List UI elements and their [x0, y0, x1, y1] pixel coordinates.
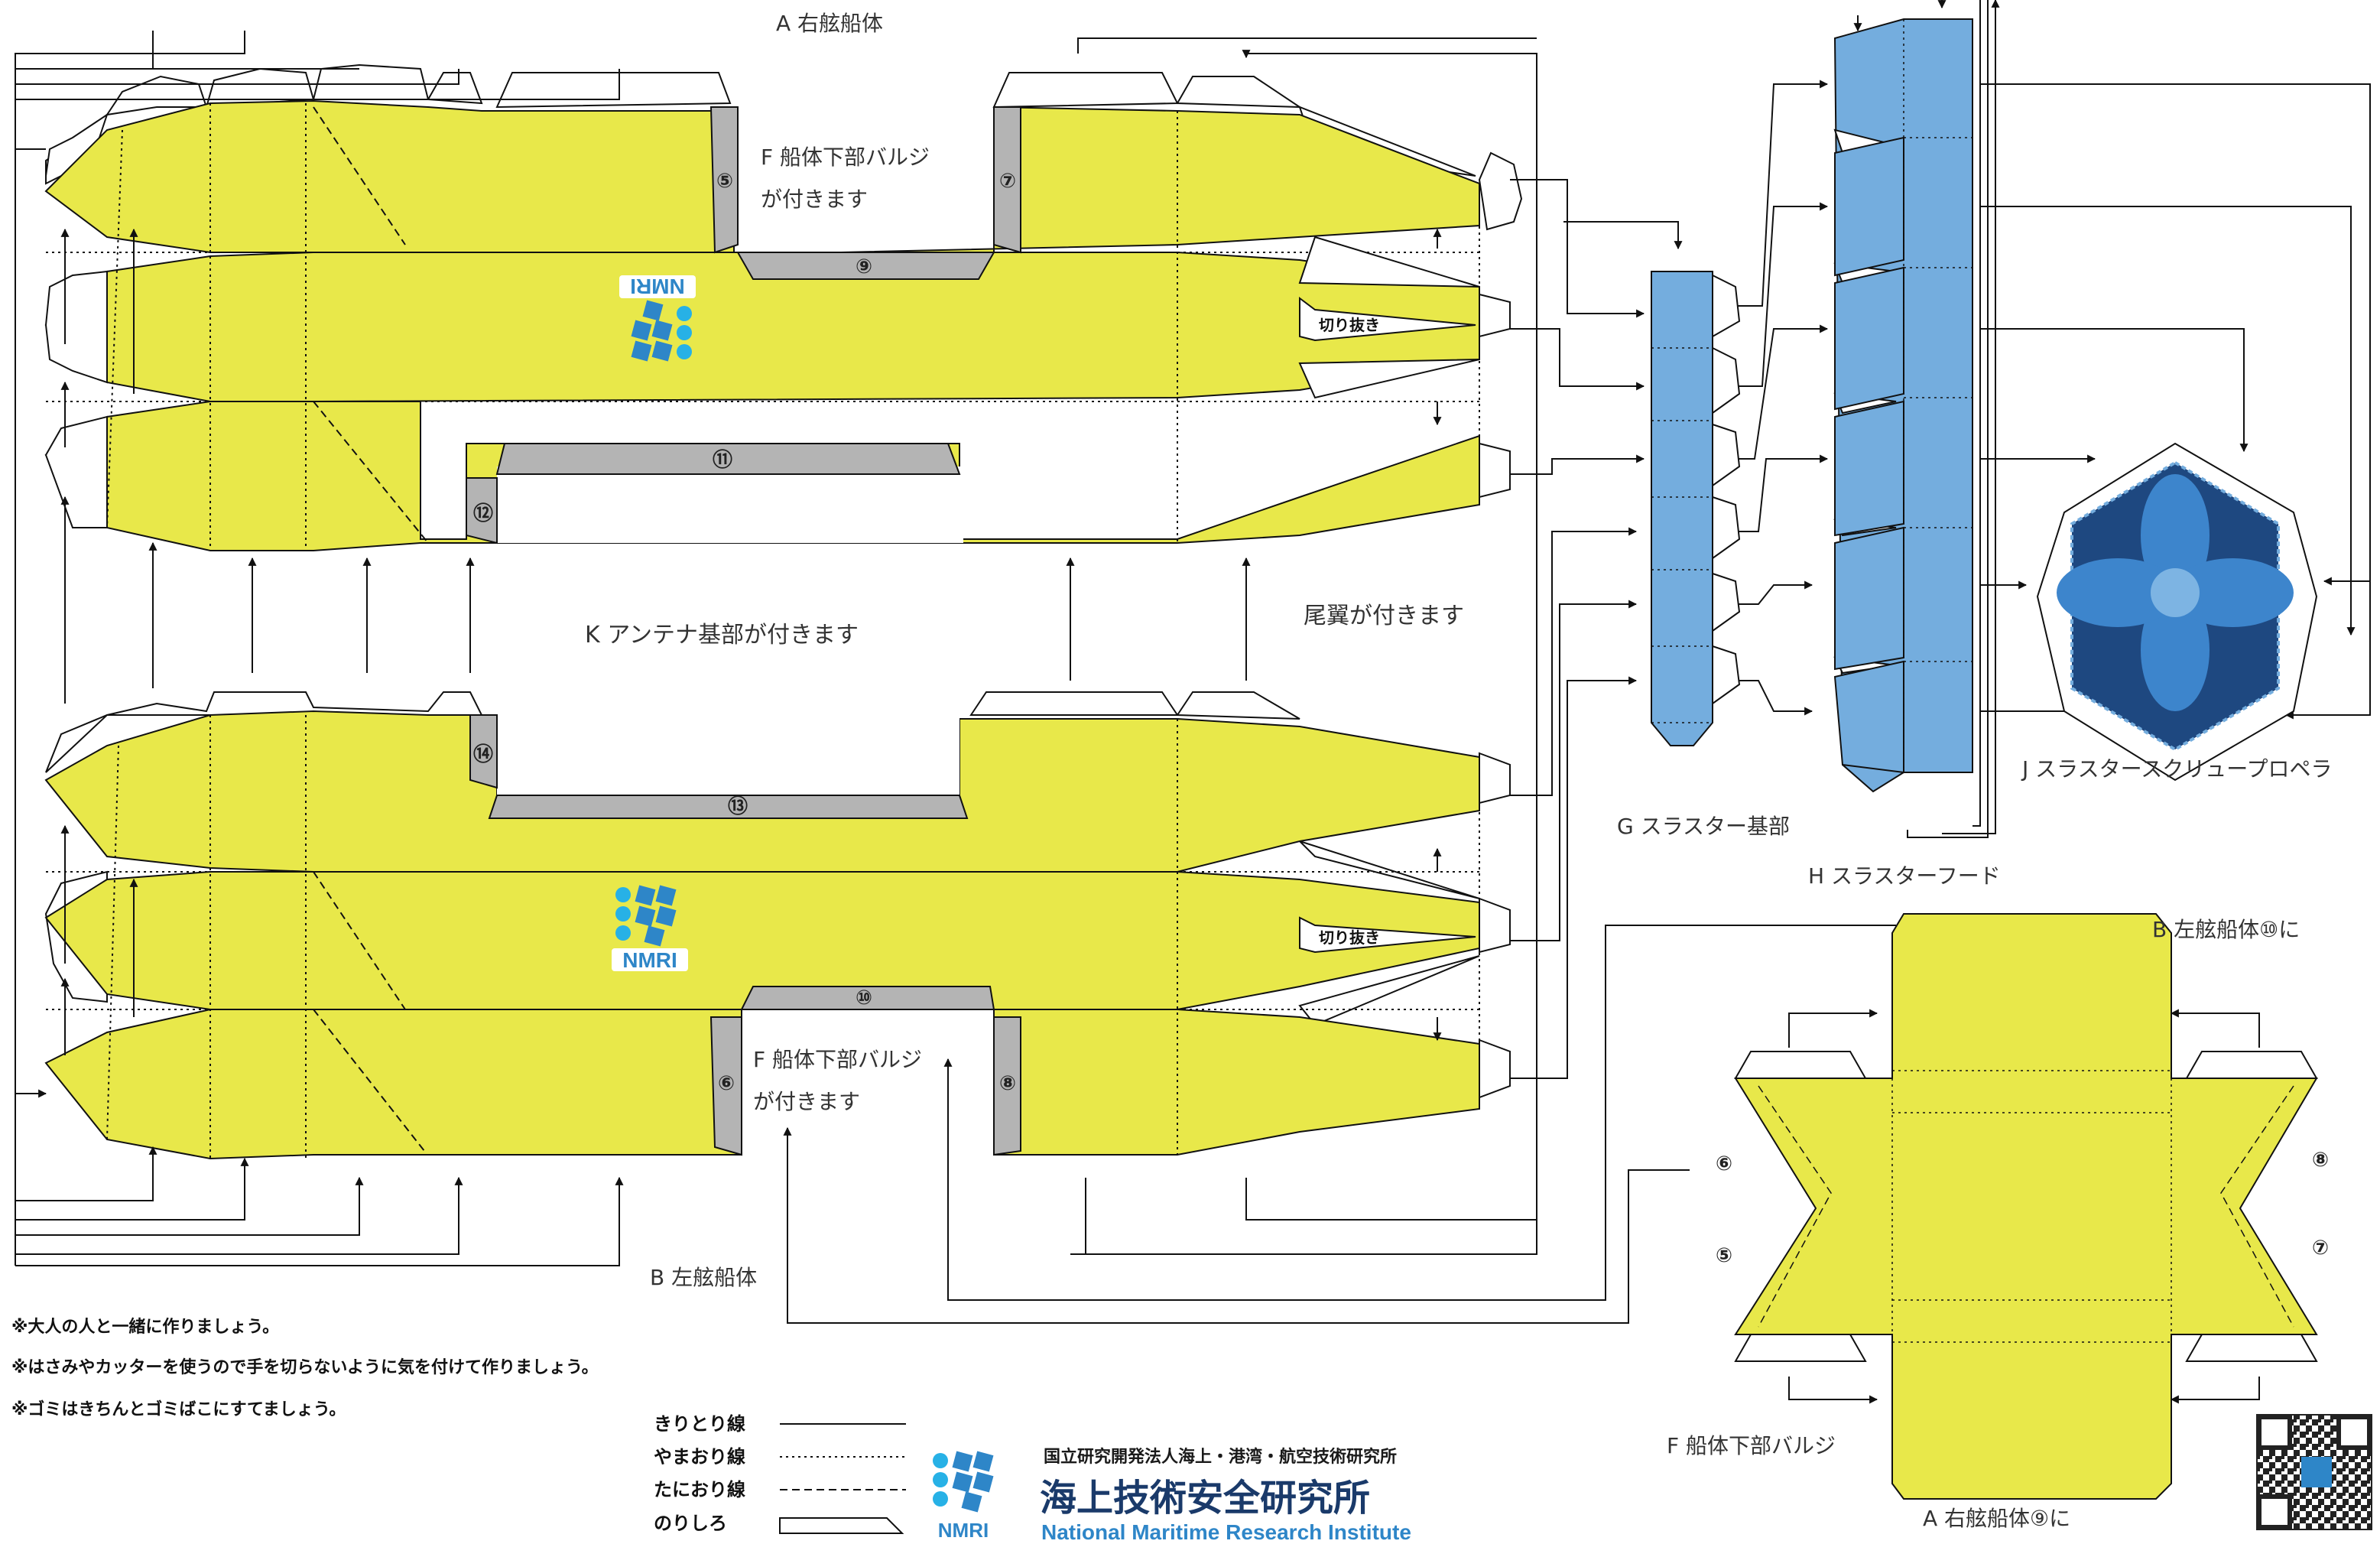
tab-numbers: ⑤ ⑦ ⑨ ⑪ ⑫ ⑭ ⑬ ⑩ ⑥ ⑧ ⑥ ⑤ ⑧ ⑦ — [473, 170, 2329, 1267]
logo-text: NMRI — [938, 1519, 989, 1542]
f-num-5: ⑤ — [1716, 1244, 1732, 1267]
safety-notes: ※大人の人と一緒に作りましょう。 ※はさみやカッターを使うので手を切らないように… — [11, 1317, 599, 1419]
label-bulge-bot-1: F 船体下部バルジ — [753, 1047, 922, 1072]
label-part-h: H スラスターフード — [1808, 863, 2001, 889]
label-f-to-b: B 左舷船体⑩に — [2152, 917, 2300, 942]
nmri-logo-icon: NMRI — [612, 885, 688, 972]
qr-code-icon[interactable] — [2256, 1414, 2372, 1530]
note-3: ※ゴミはきちんとゴミばこにすてましょう。 — [11, 1399, 346, 1419]
f-num-7: ⑦ — [2312, 1237, 2329, 1260]
num-5: ⑤ — [716, 170, 733, 193]
num-7: ⑦ — [999, 170, 1016, 193]
label-part-g: G スラスター基部 — [1617, 814, 1790, 839]
propeller-icon — [2036, 442, 2318, 782]
label-part-j: J スラスタースクリュープロペラ — [2021, 756, 2333, 782]
bulge-connectors — [783, 925, 2260, 1404]
num-13: ⑬ — [728, 795, 748, 818]
label-bulge-top-2: が付きます — [761, 187, 868, 212]
num-12: ⑫ — [473, 502, 493, 525]
num-9: ⑨ — [856, 255, 872, 278]
f-num-8: ⑧ — [2312, 1149, 2329, 1172]
org-name: 海上技術安全研究所 — [1040, 1477, 1370, 1520]
note-1: ※大人の人と一緒に作りましょう。 — [11, 1317, 279, 1337]
part-g-thruster-base — [1651, 271, 1741, 746]
f-num-6: ⑥ — [1716, 1152, 1732, 1175]
num-6: ⑥ — [718, 1072, 735, 1095]
svg-text:NMRI: NMRI — [622, 948, 677, 972]
part-f-bulge — [1734, 913, 2318, 1500]
label-antenna: K アンテナ基部が付きます — [585, 622, 859, 648]
line-legend: きりとり線 やまおり線 たにおり線 のりしろ — [654, 1413, 906, 1534]
legend-mountain: やまおり線 — [654, 1446, 745, 1468]
label-bulge-bot-2: が付きます — [753, 1089, 860, 1114]
org-english: National Maritime Research Institute — [1041, 1520, 1411, 1544]
label-part-a: A 右舷船体 — [776, 11, 883, 36]
thruster-connectors — [1510, 0, 2371, 1079]
note-2: ※はさみやカッターを使うので手を切らないように気を付けて作りましょう。 — [11, 1357, 599, 1377]
part-h-thruster-hood — [1833, 18, 1973, 793]
label-cut-top: 切り抜き — [1319, 316, 1380, 334]
label-tail: 尾翼が付きます — [1304, 603, 1464, 629]
svg-text:NMRI: NMRI — [630, 275, 685, 298]
assembly-arrows — [60, 228, 1442, 1055]
label-bulge-top-1: F 船体下部バルジ — [761, 145, 930, 170]
num-8: ⑧ — [999, 1072, 1016, 1095]
nmri-logo-icon: NMRI — [933, 1451, 994, 1542]
nmri-logo-icon: NMRI — [619, 275, 696, 362]
num-10: ⑩ — [856, 987, 872, 1009]
num-11: ⑪ — [713, 448, 732, 472]
legend-glue: のりしろ — [654, 1513, 727, 1534]
hull-b-left — [44, 691, 1511, 1160]
legend-valley: たにおり線 — [654, 1479, 745, 1500]
labels: A 右舷船体 F 船体下部バルジ が付きます K アンテナ基部が付きます 尾翼が… — [585, 11, 2333, 1531]
label-cut-bot: 切り抜き — [1319, 928, 1380, 947]
num-14: ⑭ — [473, 743, 493, 766]
legend-cut: きりとり線 — [654, 1413, 745, 1435]
hull-a-right — [44, 63, 1523, 551]
bottom-connectors — [15, 31, 1537, 1266]
org-sub: 国立研究開発法人海上・港湾・航空技術研究所 — [1044, 1447, 1397, 1467]
label-f-to-a: A 右舷船体⑨に — [1923, 1506, 2070, 1531]
label-part-b: B 左舷船体 — [650, 1265, 757, 1290]
label-part-f: F 船体下部バルジ — [1667, 1433, 1836, 1458]
